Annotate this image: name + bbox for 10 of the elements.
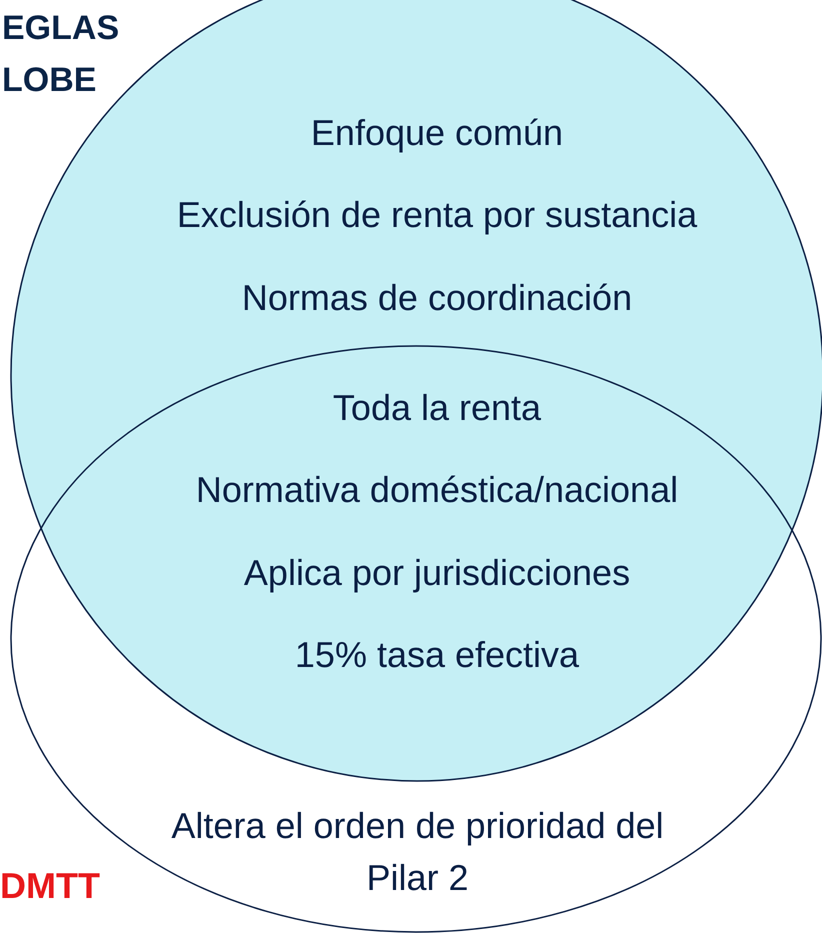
ellipse-item: Altera el orden de prioridad del Pilar 2 xyxy=(170,804,665,900)
circle-heading: EGLAS LOBE xyxy=(2,8,120,101)
ellipse-heading: DMTT xyxy=(0,864,100,908)
overlap-item: 15% tasa efectiva xyxy=(294,633,580,677)
circle-item: Normas de coordinación xyxy=(240,276,634,320)
circle-item: Enfoque común xyxy=(310,111,564,155)
overlap-item: Toda la renta xyxy=(332,386,542,430)
overlap-item: Normativa doméstica/nacional xyxy=(194,468,680,512)
overlap-item: Aplica por jurisdicciones xyxy=(242,551,632,595)
circle-item: Exclusión de renta por sustancia xyxy=(176,193,698,237)
